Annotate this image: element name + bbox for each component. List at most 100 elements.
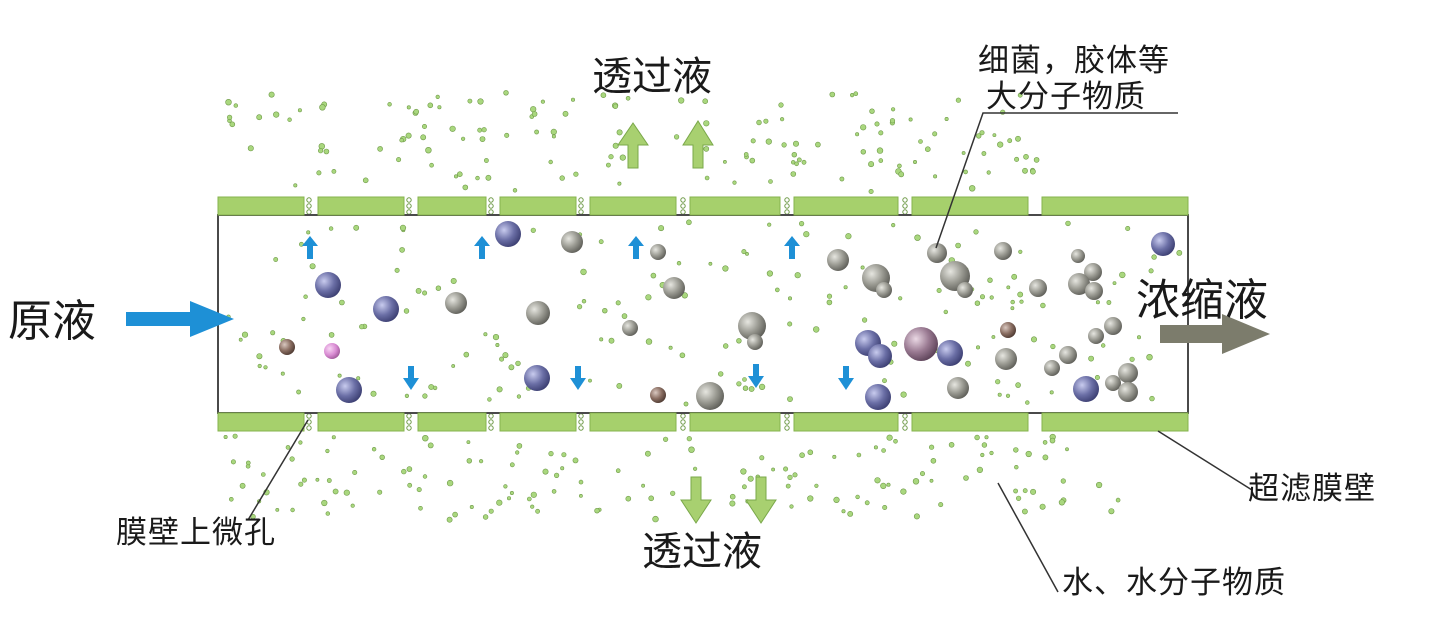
pore-dot	[406, 203, 412, 209]
water-dot	[912, 160, 917, 165]
water-dot	[1119, 271, 1126, 279]
water-dot	[562, 110, 569, 117]
water-dot	[256, 114, 263, 121]
water-dot	[686, 219, 692, 226]
water-dot	[987, 277, 993, 283]
water-dot	[1149, 395, 1155, 402]
label-feed: 原液	[8, 296, 96, 347]
water-dot	[683, 401, 689, 407]
water-dot	[1023, 154, 1029, 160]
water-dot	[394, 267, 400, 273]
pore-dot	[406, 425, 412, 431]
water-dot	[406, 105, 411, 110]
particle-grey	[738, 312, 766, 340]
pore-dot	[680, 203, 686, 209]
pore-dot	[784, 419, 790, 425]
arrow-up-icon	[474, 236, 490, 259]
particle-grey	[947, 377, 969, 399]
water-dot	[692, 466, 698, 471]
water-dot	[745, 251, 749, 256]
water-dot	[432, 385, 438, 391]
water-dot	[732, 180, 737, 185]
water-dot	[353, 224, 360, 231]
particle-grey	[663, 277, 685, 299]
water-dot	[944, 117, 949, 122]
pore-dot	[680, 209, 686, 215]
particle-grey	[696, 382, 724, 410]
water-dot	[829, 91, 836, 98]
water-dot	[463, 351, 470, 358]
water-dot	[621, 313, 628, 319]
leader-membrane-wall	[1157, 430, 1253, 491]
particle-blue	[1151, 232, 1175, 256]
water-dot	[1151, 254, 1157, 260]
pore-dot	[306, 209, 312, 215]
water-dot	[729, 493, 736, 500]
water-dot	[594, 508, 600, 514]
particle-blue	[315, 272, 341, 298]
water-dot	[980, 452, 985, 458]
water-dot	[997, 392, 1002, 397]
water-dot	[325, 448, 330, 454]
water-dot	[406, 466, 413, 472]
water-dot	[1014, 465, 1019, 470]
water-dot	[515, 450, 520, 455]
pore-dot	[488, 203, 494, 209]
water-dot	[407, 482, 413, 488]
water-dot	[508, 364, 515, 371]
water-dot	[794, 272, 801, 279]
water-dot	[239, 482, 246, 489]
label-permeate-bottom: 透过液	[642, 529, 762, 575]
pore-dot	[680, 413, 686, 419]
arrow-up-icon	[784, 236, 800, 259]
water-dot	[645, 450, 651, 457]
label-macro-line2: 大分子物质	[986, 79, 1146, 115]
water-dot	[787, 396, 793, 402]
water-dot	[1042, 440, 1048, 445]
arrow-up-icon	[302, 236, 318, 259]
water-dot	[301, 316, 306, 322]
leader-macro	[935, 112, 1178, 249]
water-dot	[787, 474, 793, 481]
water-dot	[1017, 291, 1024, 298]
water-dot	[496, 386, 503, 393]
water-dot	[736, 338, 742, 344]
water-dot	[1094, 374, 1100, 380]
water-dot	[849, 92, 855, 98]
water-dot	[768, 179, 773, 184]
water-dot	[876, 147, 884, 154]
water-dot	[1065, 220, 1071, 227]
water-dot	[932, 131, 938, 137]
water-dot	[679, 352, 686, 359]
water-dot	[399, 224, 407, 231]
water-dot	[502, 352, 509, 359]
water-dot	[580, 268, 587, 276]
water-molecules	[223, 90, 1183, 523]
membrane-top	[217, 196, 1189, 216]
particle-blue	[373, 296, 399, 322]
water-dot	[1146, 354, 1153, 361]
water-dot	[418, 505, 423, 511]
water-dot	[446, 516, 453, 523]
water-dot	[742, 377, 747, 382]
water-dot	[256, 353, 263, 360]
water-dot	[550, 128, 557, 135]
water-dot	[404, 393, 410, 399]
concentrate-arrow-icon	[1160, 314, 1270, 354]
water-dot	[268, 91, 275, 98]
water-dot	[992, 133, 997, 138]
water-dot	[332, 488, 339, 495]
water-dot	[882, 378, 887, 384]
water-dot	[509, 490, 514, 495]
water-dot	[933, 174, 938, 179]
water-dot	[315, 477, 320, 482]
water-dot	[880, 482, 887, 490]
particle-brown	[1000, 322, 1016, 338]
water-dot	[227, 114, 233, 120]
water-dot	[750, 138, 756, 144]
water-dot	[900, 391, 907, 398]
water-dot	[853, 91, 859, 96]
water-dot	[331, 435, 336, 440]
leader-lines	[247, 112, 1253, 593]
water-dot	[553, 472, 560, 479]
